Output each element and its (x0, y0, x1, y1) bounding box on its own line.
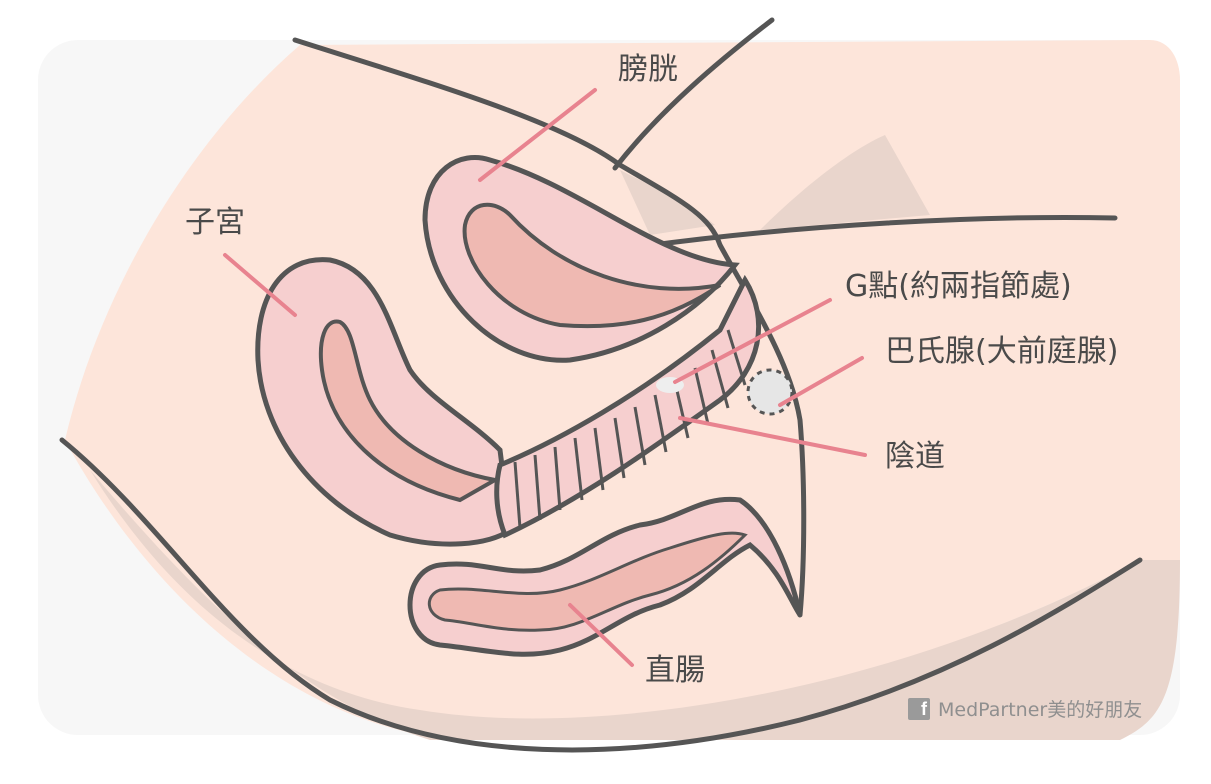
body-shadow (90, 470, 1180, 740)
abdomen-outline (292, 37, 807, 618)
label-vagina: 陰道 (885, 439, 945, 474)
bladder-inner (462, 202, 722, 329)
pubic-shadow (620, 170, 715, 235)
leader-lines (223, 88, 867, 667)
facebook-icon: f (908, 697, 930, 720)
thigh-outline (612, 17, 775, 171)
uterus-inner (318, 319, 501, 503)
rectum-inner (427, 531, 748, 632)
back-outline (59, 437, 1143, 753)
watermark-text: MedPartner美的好朋友 (938, 699, 1143, 721)
leader-bartholin (778, 356, 864, 407)
bartholin-gland-marker (746, 368, 794, 416)
label-bartholin-gland: 巴氏腺(大前庭腺) (885, 334, 1119, 369)
watermark: f MedPartner美的好朋友 (908, 695, 1142, 722)
label-bladder: 膀胱 (618, 52, 678, 87)
vagina (494, 274, 762, 539)
label-uterus: 子宮 (185, 205, 245, 240)
label-rectum: 直腸 (645, 653, 705, 688)
leg-outline (642, 214, 1118, 249)
thigh-shadow (760, 135, 930, 230)
leader-vagina (678, 416, 867, 457)
vagina-ridges (513, 329, 747, 529)
leader-bladder (478, 88, 597, 182)
leader-uterus (223, 253, 297, 317)
leader-g-spot (673, 298, 832, 384)
leader-rectum (568, 603, 634, 667)
label-g-spot: G點(約兩指節處) (845, 269, 1072, 304)
